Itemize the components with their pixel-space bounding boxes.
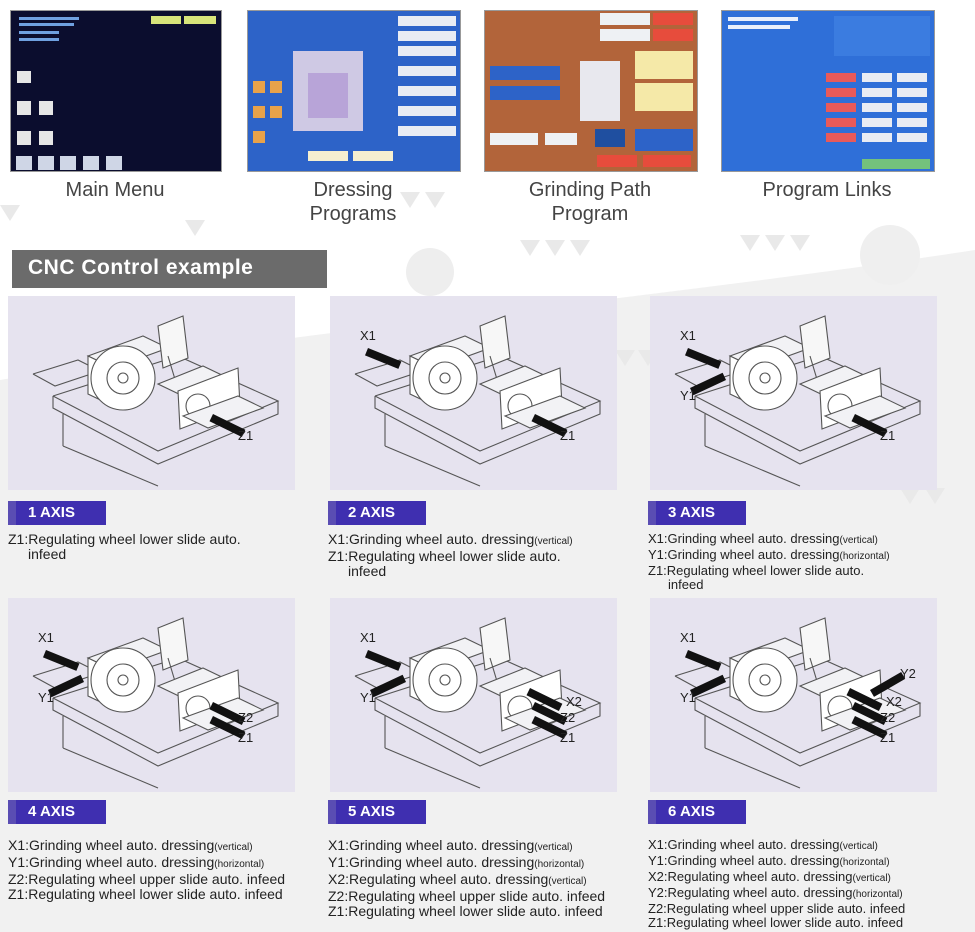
axis-description-line: Y1:Grinding wheel auto. dressing(horizon… [328,854,585,871]
screenshot-dressing-programs [247,10,461,172]
svg-text:Y2: Y2 [900,666,916,681]
axis-callout-y1: Y1 [680,674,727,705]
svg-text:Y1: Y1 [360,690,376,705]
description-2-axis: X1:Grinding wheel auto. dressing(vertica… [328,532,628,579]
axis-description-line: Z2:Regulating wheel upper slide auto. in… [648,901,906,916]
screenshot-main-menu [10,10,222,172]
axis-description-line: X1:Grinding wheel auto. dressing(vertica… [8,837,253,854]
axis-callout-z1: Z1 [851,715,895,745]
axis-callout-x2: X2 [846,688,902,711]
axis-description-line: infeed [668,577,704,592]
axis-callout-z1: Z1 [531,414,575,443]
svg-text:X2: X2 [566,694,582,709]
axis-callout-z2: Z2 [209,702,253,725]
axis-callout-x1: X1 [680,630,722,671]
svg-text:Z2: Z2 [560,710,575,725]
axis-callout-x1: X1 [38,630,80,671]
svg-text:X1: X1 [360,630,376,645]
svg-text:Z1: Z1 [560,730,575,745]
axis-callout-z1: Z1 [209,414,253,443]
svg-text:Z1: Z1 [560,428,575,443]
axis-description-line: Z2:Regulating wheel upper slide auto. in… [328,888,606,904]
axis-badge-6: 6 AXIS [648,800,746,824]
axis-callout-x1: X1 [360,630,402,671]
svg-text:Y1: Y1 [38,690,54,705]
section-title: CNC Control example [28,256,254,279]
axis-callout-y2: Y2 [870,666,916,697]
axis-badge-5: 5 AXIS [328,800,426,824]
axis-description-line: X2:Regulating wheel auto. dressing(verti… [328,871,587,888]
svg-text:Z1: Z1 [880,428,895,443]
caption-program-links: Program Links [762,179,892,201]
description-4-axis: X1:Grinding wheel auto. dressing(vertica… [8,838,323,902]
axis-description-line: Z1:Regulating wheel lower slide auto. in… [328,903,603,919]
svg-text:Z1: Z1 [238,428,253,443]
axis-callout-y1: Y1 [680,372,727,403]
svg-text:X1: X1 [680,630,696,645]
axis-callout-z2: Z2 [531,702,575,725]
axis-description-line: X1:Grinding wheel auto. dressing(vertica… [648,837,878,853]
axis-description-line: Z1:Regulating wheel lower slide auto. [648,563,865,578]
axis-description-line: Y1:Grinding wheel auto. dressing(horizon… [648,853,890,869]
axis-callout-y1: Y1 [38,674,85,705]
axis-description-line: infeed [348,563,387,579]
axis-callout-y1: Y1 [360,674,407,705]
axis-description-line: X1:Grinding wheel auto. dressing(vertica… [328,531,573,548]
svg-text:Z1: Z1 [880,730,895,745]
svg-text:X2: X2 [886,694,902,709]
screenshot-grinding-path-program [484,10,698,172]
axis-description-line: infeed [28,546,67,562]
svg-text:Z2: Z2 [880,710,895,725]
axis-description-line: Z1:Regulating wheel lower slide auto. [8,531,241,547]
axis-description-line: Z1:Regulating wheel lower slide auto. in… [648,915,904,930]
axis-callout-z1: Z1 [209,715,253,745]
axis-description-line: Y2:Regulating wheel auto. dressing(horiz… [648,885,903,901]
axis-description-line: X1:Grinding wheel auto. dressing(vertica… [328,837,573,854]
axis-description-line: Y1:Grinding wheel auto. dressing(horizon… [648,547,890,563]
screenshot-program-links [721,10,935,172]
axis-description-line: Z1:Regulating wheel lower slide auto. [328,548,561,564]
caption-dressing-programs: Dressing Programs [309,179,397,225]
description-3-axis: X1:Grinding wheel auto. dressing(vertica… [648,532,968,592]
axis-badge-1: 1 AXIS [8,501,106,525]
svg-text:Z2: Z2 [238,710,253,725]
description-1-axis: Z1:Regulating wheel lower slide auto.inf… [8,532,308,562]
axis-callout-x2: X2 [526,688,582,711]
axis-description-line: Z1:Regulating wheel lower slide auto. in… [8,886,283,902]
axis-callout-z1: Z1 [851,414,895,443]
svg-text:X1: X1 [38,630,54,645]
svg-text:X1: X1 [360,328,376,343]
svg-text:Y1: Y1 [680,690,696,705]
axis-description-line: Y1:Grinding wheel auto. dressing(horizon… [8,854,265,871]
caption-grinding-path-program: Grinding Path Program [528,179,652,225]
caption-main-menu: Main Menu [65,179,165,201]
section-banner: CNC Control example [12,250,327,288]
axis-callout-x1: X1 [360,328,402,369]
axis-badge-3: 3 AXIS [648,501,746,525]
axis-description-line: X2:Regulating wheel auto. dressing(verti… [648,869,891,885]
axis-description-line: X1:Grinding wheel auto. dressing(vertica… [648,531,878,547]
axis-callout-z2: Z2 [851,702,895,725]
axis-badge-2: 2 AXIS [328,501,426,525]
illustration-1-axis: Z1 [8,296,295,490]
axis-badge-4: 4 AXIS [8,800,106,824]
svg-text:Z1: Z1 [238,730,253,745]
description-6-axis: X1:Grinding wheel auto. dressing(vertica… [648,838,968,930]
axis-description-line: Z2:Regulating wheel upper slide auto. in… [8,871,286,887]
svg-text:Y1: Y1 [680,388,696,403]
svg-text:X1: X1 [680,328,696,343]
axis-callout-z1: Z1 [531,715,575,745]
axis-callout-x1: X1 [680,328,722,369]
description-5-axis: X1:Grinding wheel auto. dressing(vertica… [328,838,643,919]
